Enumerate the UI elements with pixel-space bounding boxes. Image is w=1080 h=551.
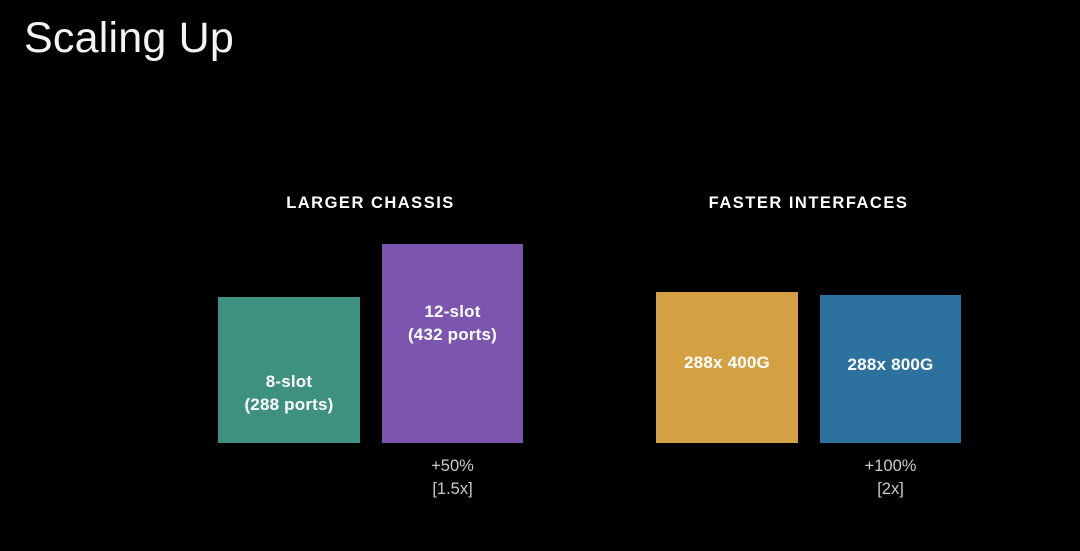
page-title: Scaling Up bbox=[24, 14, 234, 62]
delta-multiplier-faster-interfaces: [2x] bbox=[877, 480, 904, 499]
bar-8-slot: 8-slot (288 ports) bbox=[218, 297, 360, 443]
delta-multiplier-larger-chassis: [1.5x] bbox=[432, 480, 473, 499]
bar-288x-800g: 288x 800G bbox=[820, 295, 961, 443]
group-title-faster-interfaces: FASTER INTERFACES bbox=[708, 194, 909, 212]
delta-percent-larger-chassis: +50% bbox=[431, 457, 474, 475]
group-title-larger-chassis: LARGER CHASSIS bbox=[286, 194, 455, 212]
delta-percent-faster-interfaces: +100% bbox=[864, 457, 917, 475]
bar-label-288x-400g: 288x 400G bbox=[684, 353, 770, 373]
bar-288x-400g: 288x 400G bbox=[656, 292, 798, 443]
bar-label-8-slot: 8-slot (288 ports) bbox=[244, 372, 334, 414]
bar-label-12-slot: 12-slot (432 ports) bbox=[407, 301, 498, 344]
bar-12-slot: 12-slot (432 ports) bbox=[382, 244, 523, 443]
delta-larger-chassis: +50% [1.5x] bbox=[382, 455, 523, 501]
bar-label-288x-800g: 288x 800G bbox=[847, 354, 934, 374]
delta-faster-interfaces: +100% [2x] bbox=[820, 455, 961, 501]
